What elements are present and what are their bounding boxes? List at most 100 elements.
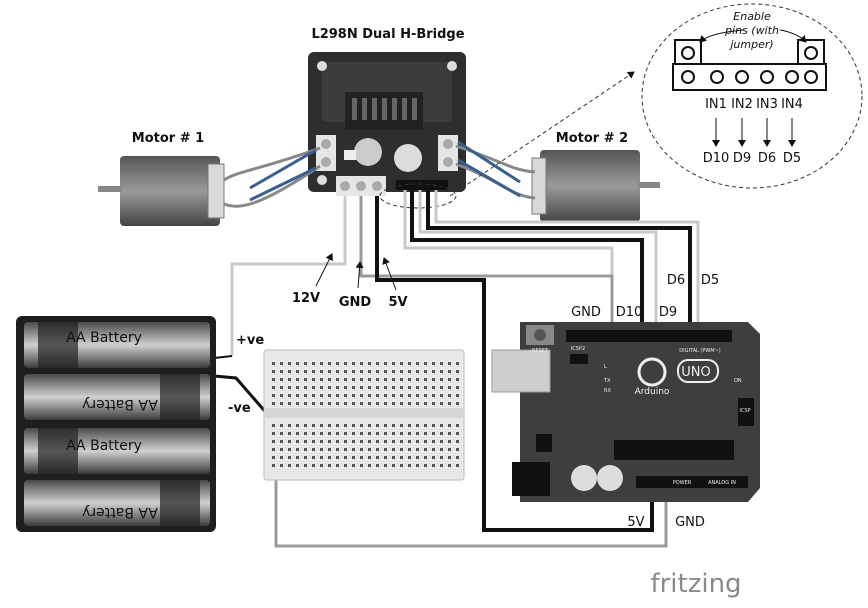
breadboard-hole: [368, 464, 371, 467]
breadboard-hole: [416, 402, 419, 405]
breadboard-hole: [400, 378, 403, 381]
motor-1-label: Motor # 1: [132, 131, 204, 146]
breadboard-hole: [328, 362, 331, 365]
breadboard-hole: [440, 440, 443, 443]
breadboard-hole: [432, 432, 435, 435]
input-label-in2: IN2: [731, 97, 753, 112]
breadboard-hole: [280, 394, 283, 397]
breadboard-hole: [400, 370, 403, 373]
breadboard-hole: [376, 456, 379, 459]
breadboard-hole: [408, 402, 411, 405]
breadboard-hole: [384, 432, 387, 435]
breadboard-hole: [344, 394, 347, 397]
breadboard-hole: [448, 440, 451, 443]
breadboard-hole: [456, 456, 459, 459]
breadboard-hole: [408, 362, 411, 365]
breadboard-hole: [432, 448, 435, 451]
breadboard-hole: [376, 394, 379, 397]
breadboard-hole: [328, 394, 331, 397]
breadboard-hole: [448, 386, 451, 389]
breadboard-hole: [432, 464, 435, 467]
breadboard-hole: [296, 448, 299, 451]
breadboard-hole: [384, 424, 387, 427]
breadboard-hole: [320, 370, 323, 373]
pin-label-d6: D6: [758, 151, 776, 166]
breadboard-hole: [448, 456, 451, 459]
fritzing-logo: fritzing: [650, 569, 741, 599]
breadboard-hole: [320, 394, 323, 397]
breadboard-hole: [376, 370, 379, 373]
breadboard-hole: [336, 432, 339, 435]
breadboard-hole: [448, 394, 451, 397]
breadboard-hole: [320, 440, 323, 443]
breadboard-hole: [304, 402, 307, 405]
breadboard-hole: [328, 424, 331, 427]
breadboard-hole: [456, 370, 459, 373]
breadboard-hole: [440, 378, 443, 381]
breadboard-hole: [408, 456, 411, 459]
header-label-d5: D5: [701, 273, 719, 288]
breadboard-hole: [416, 448, 419, 451]
breadboard: [263, 349, 465, 481]
breadboard-hole: [416, 386, 419, 389]
breadboard-hole: [320, 464, 323, 467]
breadboard-hole: [352, 464, 355, 467]
breadboard-hole: [296, 440, 299, 443]
breadboard-hole: [432, 362, 435, 365]
breadboard-hole: [448, 402, 451, 405]
breadboard-hole: [336, 378, 339, 381]
breadboard-hole: [312, 378, 315, 381]
breadboard-hole: [440, 386, 443, 389]
breadboard-hole: [328, 370, 331, 373]
breadboard-hole: [272, 424, 275, 427]
arduino-reset-label: RESET: [532, 348, 549, 354]
breadboard-hole: [360, 402, 363, 405]
breadboard-hole: [304, 464, 307, 467]
breadboard-hole: [392, 432, 395, 435]
breadboard-hole: [456, 378, 459, 381]
breadboard-hole: [416, 440, 419, 443]
breadboard-hole: [432, 402, 435, 405]
breadboard-hole: [336, 362, 339, 365]
breadboard-hole: [424, 370, 427, 373]
breadboard-hole: [400, 440, 403, 443]
breadboard-hole: [400, 394, 403, 397]
arduino-digital-label: DIGITAL (PWM~): [679, 348, 721, 354]
breadboard-hole: [392, 456, 395, 459]
breadboard-hole: [448, 370, 451, 373]
signal-wires: [213, 190, 700, 548]
bottom-label-5v: 5V: [627, 515, 644, 530]
arduino-l-label: L: [604, 364, 607, 370]
breadboard-hole: [424, 362, 427, 365]
breadboard-hole: [432, 424, 435, 427]
breadboard-hole: [400, 432, 403, 435]
breadboard-hole: [280, 378, 283, 381]
breadboard-hole: [384, 448, 387, 451]
breadboard-hole: [360, 456, 363, 459]
breadboard-hole: [320, 402, 323, 405]
breadboard-hole: [384, 402, 387, 405]
breadboard-hole: [296, 386, 299, 389]
breadboard-hole: [384, 456, 387, 459]
breadboard-hole: [312, 394, 315, 397]
breadboard-hole: [408, 440, 411, 443]
breadboard-hole: [456, 402, 459, 405]
breadboard-hole: [424, 448, 427, 451]
breadboard-hole: [424, 440, 427, 443]
breadboard-hole: [280, 386, 283, 389]
bottom-label-gnd: GND: [675, 515, 705, 530]
breadboard-hole: [344, 456, 347, 459]
breadboard-hole: [360, 362, 363, 365]
breadboard-hole: [344, 440, 347, 443]
breadboard-hole: [296, 424, 299, 427]
breadboard-hole: [288, 402, 291, 405]
breadboard-hole: [280, 432, 283, 435]
breadboard-hole: [400, 402, 403, 405]
breadboard-hole: [408, 432, 411, 435]
enable-note-line1: Enable: [733, 10, 771, 23]
header-label-gnd: GND: [571, 305, 601, 320]
breadboard-hole: [352, 402, 355, 405]
breadboard-hole: [448, 464, 451, 467]
breadboard-hole: [272, 402, 275, 405]
breadboard-hole: [368, 370, 371, 373]
